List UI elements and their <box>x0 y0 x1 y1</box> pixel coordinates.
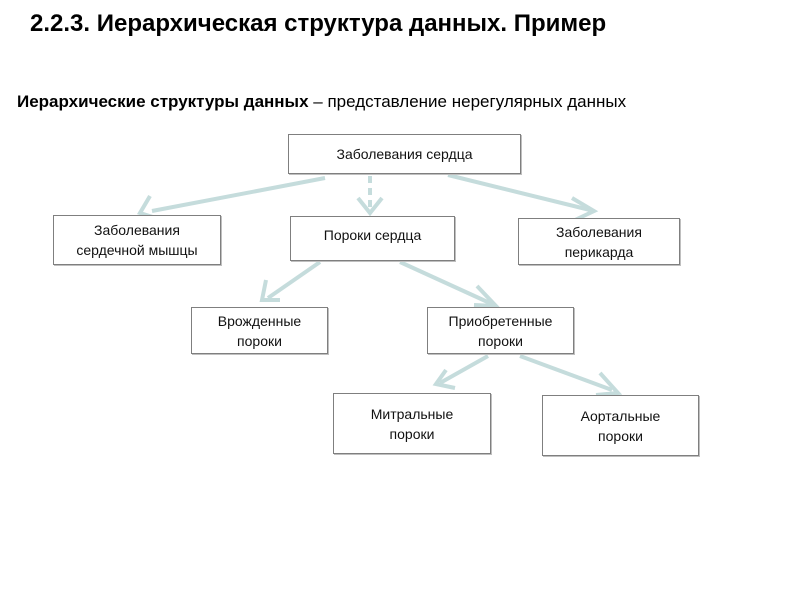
node-heart-diseases-label: Заболевания сердца <box>336 146 473 162</box>
arrowhead-defects-congenital <box>259 279 280 302</box>
slide-title: 2.2.3. Иерархическая структура данных. П… <box>30 10 607 37</box>
arrow-acquired-mitral <box>439 354 489 385</box>
subtitle-definition: – представление нерегулярных данных <box>308 92 627 111</box>
arrowhead-acquired-mitral <box>432 368 456 390</box>
arrowhead-root-defects <box>356 196 384 217</box>
node-acquired-defects-label: Приобретенные пороки <box>448 312 553 349</box>
node-mitral-defects: Митральные пороки <box>333 393 491 454</box>
arrow-defects-acquired <box>399 260 493 306</box>
node-congenital-defects-label: Врожденные пороки <box>217 312 302 349</box>
arrow-root-myocardium <box>151 176 326 213</box>
arrow-acquired-aortic <box>519 354 613 392</box>
node-heart-defects-label: Пороки сердца <box>323 227 422 243</box>
node-acquired-defects: Приобретенные пороки <box>427 307 574 354</box>
node-pericardium-diseases-label: Заболевания перикарда <box>556 223 642 260</box>
node-aortic-defects-label: Аортальные пороки <box>580 407 661 444</box>
node-mitral-defects-label: Митральные пороки <box>370 405 454 442</box>
arrowhead-defects-acquired <box>473 284 501 309</box>
arrowhead-root-pericardium <box>570 196 599 222</box>
node-pericardium-diseases: Заболевания перикарда <box>518 218 680 265</box>
node-heart-diseases: Заболевания сердца <box>288 134 521 174</box>
node-myocardium-diseases: Заболевания сердечной мышцы <box>53 215 221 265</box>
node-congenital-defects: Врожденные пороки <box>191 307 328 354</box>
node-aortic-defects: Аортальные пороки <box>542 395 699 456</box>
slide-subtitle: Иерархические структуры данных – предста… <box>17 90 757 114</box>
node-myocardium-diseases-label: Заболевания сердечной мышцы <box>76 222 198 258</box>
node-heart-defects: Пороки сердца <box>290 216 455 261</box>
arrow-root-pericardium <box>447 173 591 212</box>
arrowhead-acquired-aortic <box>595 371 623 397</box>
subtitle-term: Иерархические структуры данных <box>17 92 309 111</box>
arrow-defects-congenital <box>266 260 322 300</box>
